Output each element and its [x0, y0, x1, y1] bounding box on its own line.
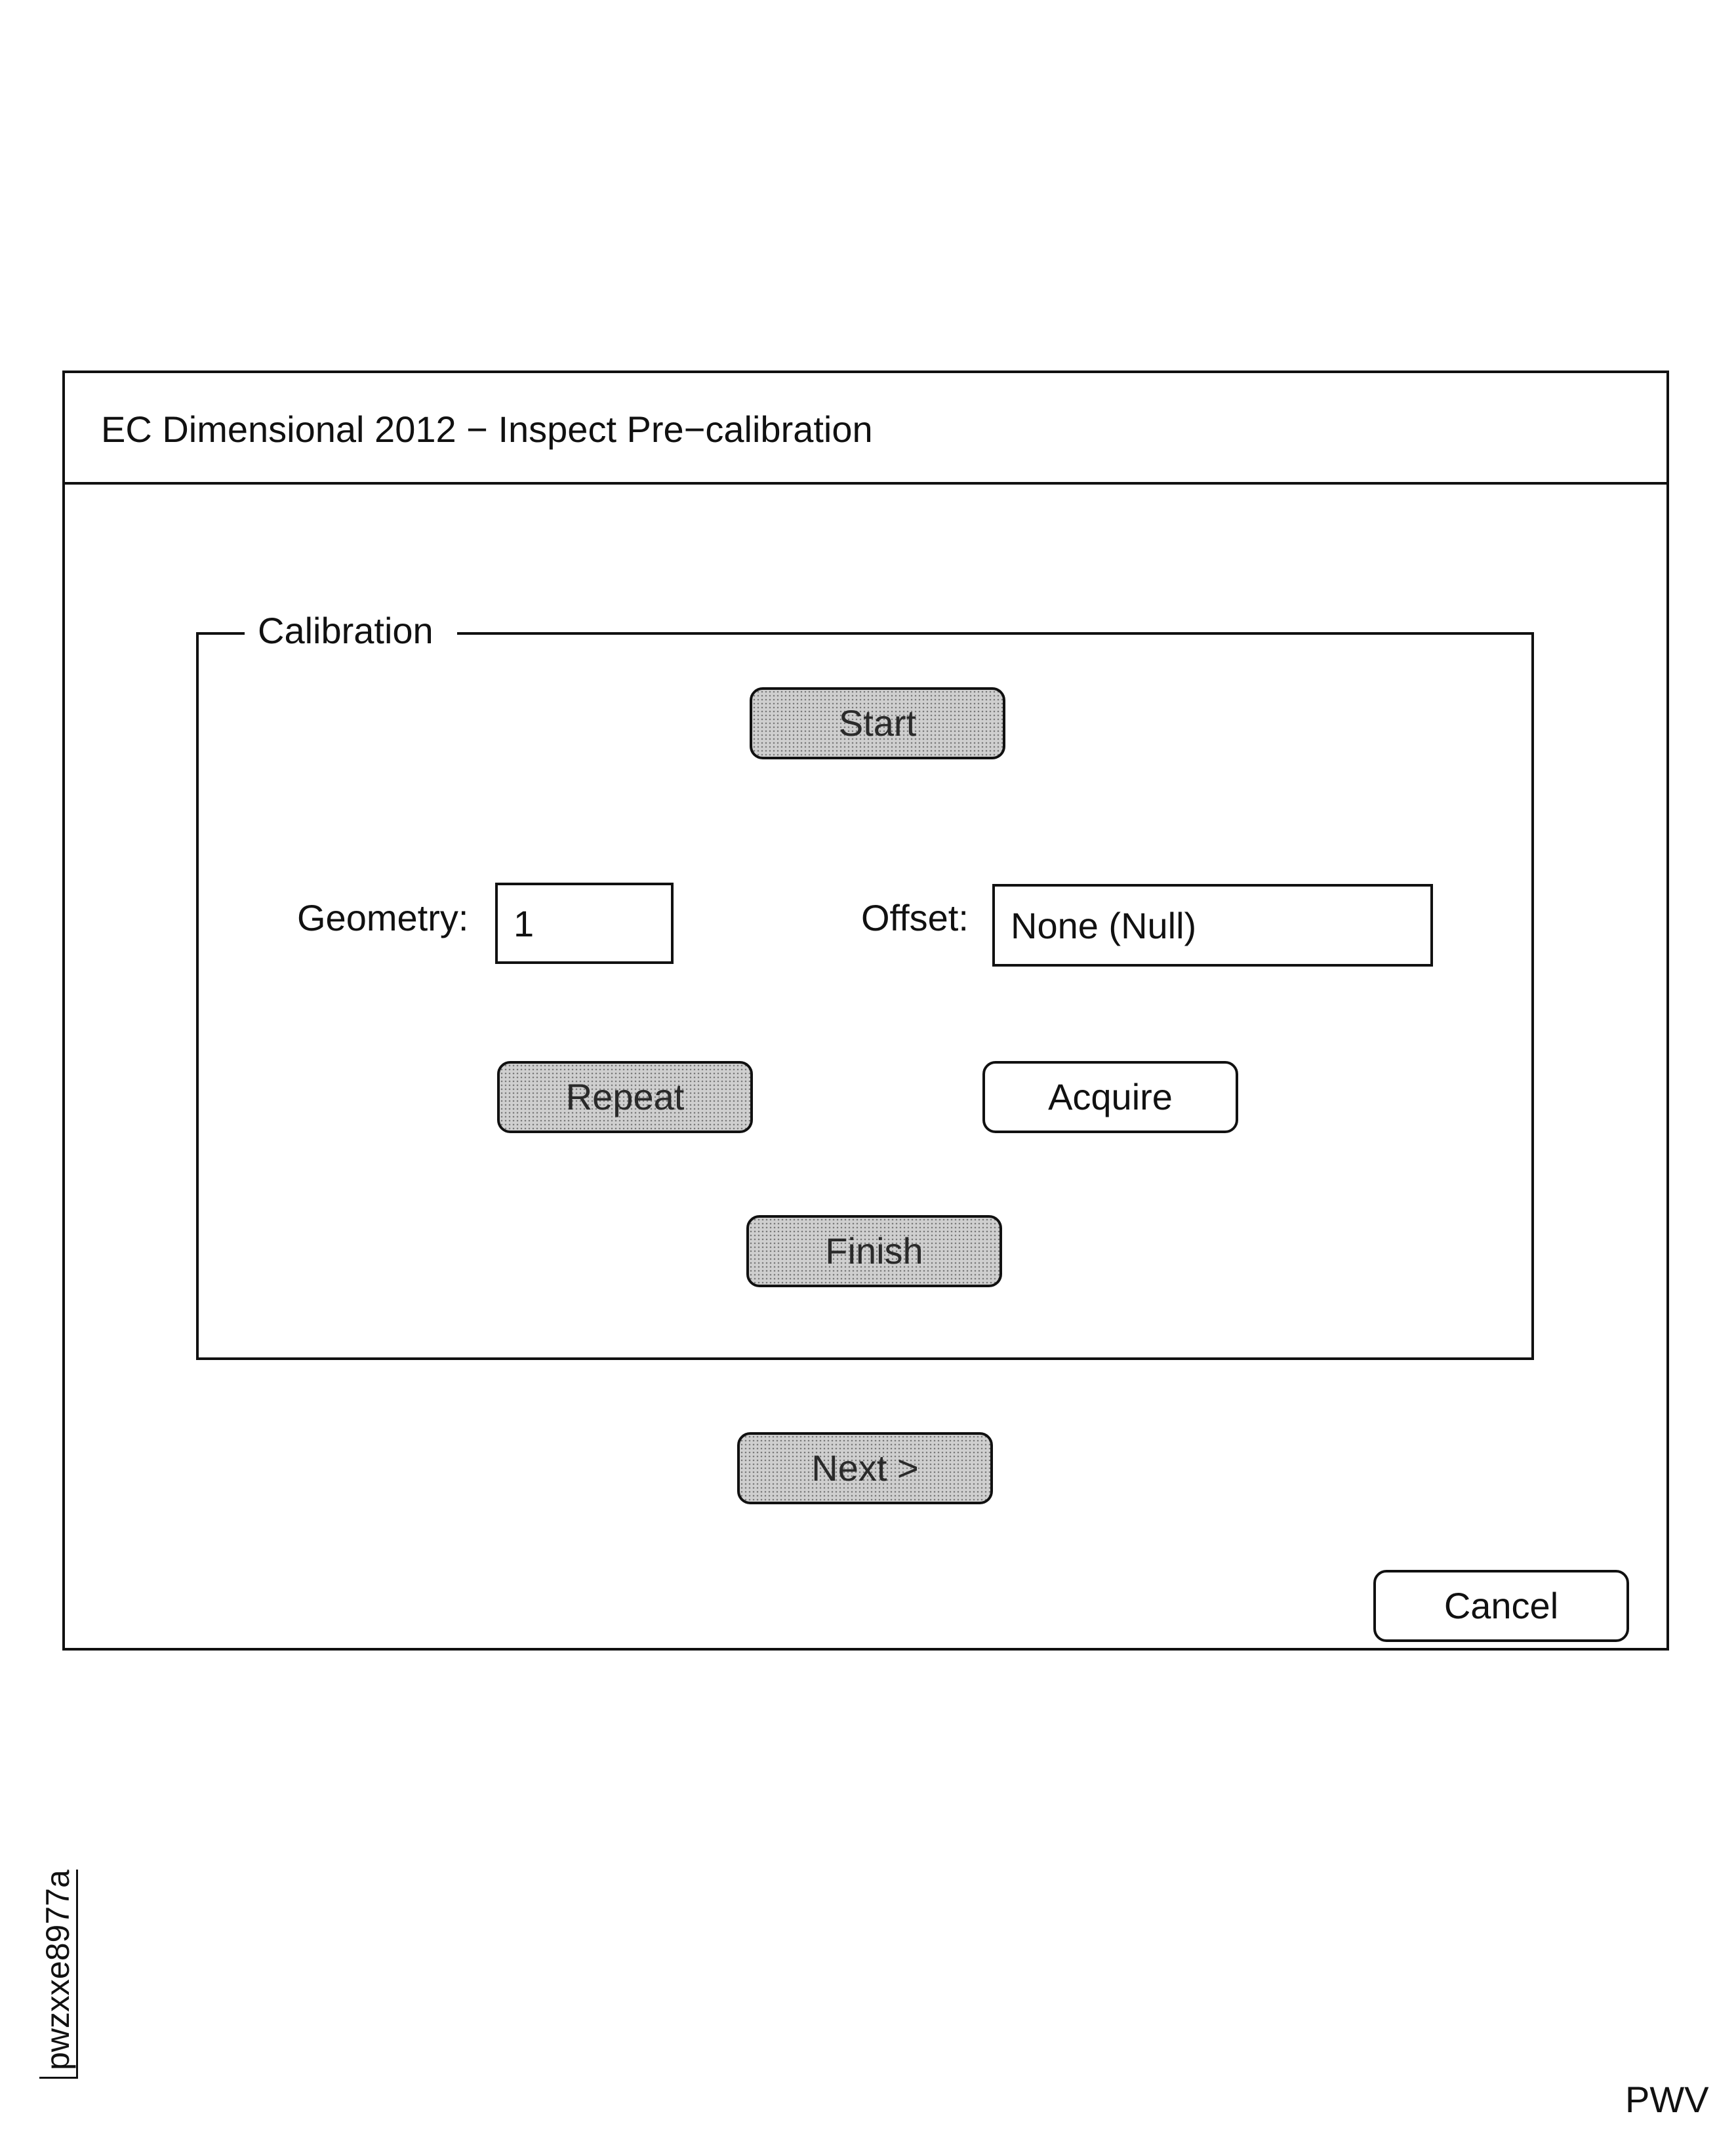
- acquire-button[interactable]: Acquire: [982, 1061, 1238, 1133]
- calibration-group: Calibration Start Geometry: Offset: Repe…: [196, 610, 1534, 1360]
- geometry-label: Geometry:: [297, 897, 469, 938]
- offset-label: Offset:: [861, 897, 969, 938]
- finish-button[interactable]: Finish: [746, 1215, 1002, 1287]
- cancel-button[interactable]: Cancel: [1373, 1570, 1629, 1642]
- calibration-group-legend: Calibration: [245, 610, 457, 652]
- corner-reference-code: PWV: [1625, 2079, 1709, 2120]
- geometry-input[interactable]: [495, 883, 674, 964]
- offset-input[interactable]: [992, 884, 1433, 967]
- side-reference-code: pwzxxe8977a: [39, 1870, 78, 2079]
- start-button[interactable]: Start: [750, 687, 1005, 759]
- next-button[interactable]: Next >: [737, 1432, 993, 1504]
- repeat-button[interactable]: Repeat: [497, 1061, 753, 1133]
- window-title: EC Dimensional 2012 − Inspect Pre−calibr…: [101, 409, 873, 450]
- calibration-dialog: EC Dimensional 2012 − Inspect Pre−calibr…: [62, 371, 1669, 1651]
- title-bar: EC Dimensional 2012 − Inspect Pre−calibr…: [65, 373, 1666, 485]
